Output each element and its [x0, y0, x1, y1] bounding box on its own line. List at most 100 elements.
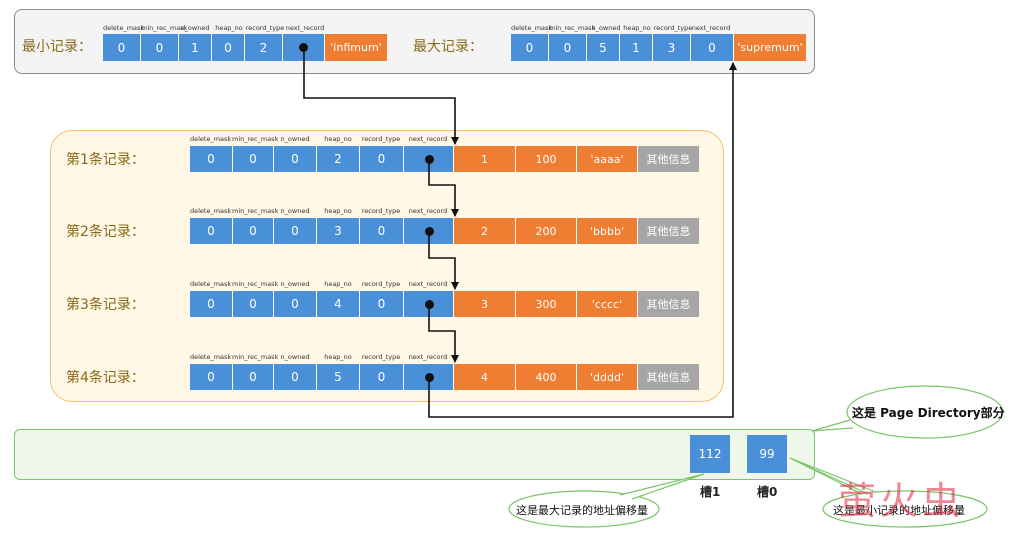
min-header-next-record: next_record — [285, 24, 325, 32]
record4-field-2: 0 — [274, 364, 317, 390]
min-record-type-cell: 2 — [245, 34, 283, 61]
record3-field-0: 0 — [190, 291, 233, 317]
max-supremum-cell: 'supremum' — [734, 34, 806, 61]
record1-header-1: min_rec_mask — [232, 135, 279, 143]
record3-header-0: delete_mask — [190, 280, 232, 288]
record3-field-4: 0 — [360, 291, 404, 317]
record3-header-3: heap_no — [324, 280, 352, 288]
record4-col3: 'dddd' — [577, 364, 638, 390]
arrow-record4-to-supremum — [428, 62, 737, 418]
min-next-pointer-dot — [299, 43, 308, 52]
record1-field-4: 0 — [360, 146, 404, 172]
record2-col3: 'bbbb' — [577, 218, 638, 244]
record4-header-0: delete_mask — [190, 353, 232, 361]
record3-field-3: 4 — [317, 291, 360, 317]
record3-col2: 300 — [516, 291, 577, 317]
arrow-infimum-to-record1 — [303, 48, 459, 145]
max-header-delete-mask: delete_mask — [511, 24, 553, 32]
record4-field-3: 5 — [317, 364, 360, 390]
record4-header-4: record_type — [361, 353, 401, 361]
max-header-next-record: next_record — [691, 24, 731, 32]
record1-header-5: next_record — [408, 135, 448, 143]
max-delete-mask-cell: 0 — [511, 34, 549, 61]
record2-field-3: 3 — [317, 218, 360, 244]
record1-header-3: heap_no — [324, 135, 352, 143]
record3-field-2: 0 — [274, 291, 317, 317]
min-record-label: 最小记录： — [22, 39, 92, 55]
record4-header-3: heap_no — [324, 353, 352, 361]
callout-max-offset — [508, 490, 660, 528]
record1-col3: 'aaaa' — [577, 146, 638, 172]
record3-header-2: n_owned — [280, 280, 310, 288]
record2-next-pointer-dot — [425, 227, 434, 236]
record3-col1: 3 — [454, 291, 516, 317]
min-n-owned-cell: 1 — [179, 34, 212, 61]
record2-header-5: next_record — [408, 207, 448, 215]
record1-label: 第1条记录： — [66, 152, 145, 168]
record2-field-2: 0 — [274, 218, 317, 244]
record4-col1: 4 — [454, 364, 516, 390]
callout-min-offset-text: 这是最小记录的地址偏移量 — [833, 504, 965, 517]
min-delete-mask-cell: 0 — [103, 34, 141, 61]
callout-min-offset — [822, 490, 988, 528]
min-header-record-type: record_type — [245, 24, 285, 32]
record3-header-4: record_type — [361, 280, 401, 288]
record3-other-info: 其他信息 — [638, 291, 699, 317]
record4-field-1: 0 — [233, 364, 274, 390]
record2-header-4: record_type — [361, 207, 401, 215]
arrow-record3-to-record4 — [428, 304, 459, 363]
record2-header-0: delete_mask — [190, 207, 232, 215]
record4-header-1: min_rec_mask — [232, 353, 279, 361]
min-header-n-owned: n_owned — [180, 24, 210, 32]
record1-header-4: record_type — [361, 135, 401, 143]
min-infimum-cell: 'infimum' — [325, 34, 387, 61]
record4-col2: 400 — [516, 364, 577, 390]
record4-header-5: next_record — [408, 353, 448, 361]
record1-field-2: 0 — [274, 146, 317, 172]
max-header-min-rec-mask: min_rec_mask — [549, 24, 596, 32]
record3-header-1: min_rec_mask — [232, 280, 279, 288]
arrow-record1-to-record2 — [428, 159, 459, 217]
min-header-min-rec-mask: min_rec_mask — [141, 24, 188, 32]
record1-field-1: 0 — [233, 146, 274, 172]
max-record-type-cell: 3 — [653, 34, 691, 61]
record1-header-2: n_owned — [280, 135, 310, 143]
min-heap-no-cell: 0 — [212, 34, 245, 61]
slot-1-label: 槽1 — [700, 485, 721, 499]
record4-label: 第4条记录： — [66, 370, 145, 386]
record3-col3: 'cccc' — [577, 291, 638, 317]
max-heap-no-cell: 1 — [620, 34, 653, 61]
record1-col2: 100 — [516, 146, 577, 172]
max-header-n-owned: n_owned — [591, 24, 621, 32]
record3-field-1: 0 — [233, 291, 274, 317]
record2-header-3: heap_no — [324, 207, 352, 215]
page-directory-panel — [14, 429, 815, 480]
record1-field-0: 0 — [190, 146, 233, 172]
max-min-rec-mask-cell: 0 — [549, 34, 587, 61]
slot-0-value: 99 — [747, 435, 787, 473]
min-header-delete-mask: delete_mask — [103, 24, 145, 32]
max-record-label: 最大记录： — [413, 39, 483, 55]
record2-field-0: 0 — [190, 218, 233, 244]
min-min-rec-mask-cell: 0 — [141, 34, 179, 61]
record2-field-4: 0 — [360, 218, 404, 244]
record1-field-3: 2 — [317, 146, 360, 172]
record1-col1: 1 — [454, 146, 516, 172]
record4-header-2: n_owned — [280, 353, 310, 361]
max-header-heap-no: heap_no — [623, 24, 651, 32]
record2-label: 第2条记录： — [66, 224, 145, 240]
record1-header-0: delete_mask — [190, 135, 232, 143]
min-header-heap-no: heap_no — [215, 24, 243, 32]
callout-page-directory — [846, 385, 1004, 439]
user-records-panel — [50, 130, 724, 402]
record4-other-info: 其他信息 — [638, 364, 699, 390]
max-header-record-type: record_type — [653, 24, 693, 32]
record2-col2: 200 — [516, 218, 577, 244]
record2-header-2: n_owned — [280, 207, 310, 215]
record1-other-info: 其他信息 — [638, 146, 699, 172]
callout-page-directory-text: 这是 Page Directory部分 — [852, 406, 1005, 420]
max-next-record-cell: 0 — [691, 34, 734, 61]
max-n-owned-cell: 5 — [587, 34, 620, 61]
record2-header-1: min_rec_mask — [232, 207, 279, 215]
